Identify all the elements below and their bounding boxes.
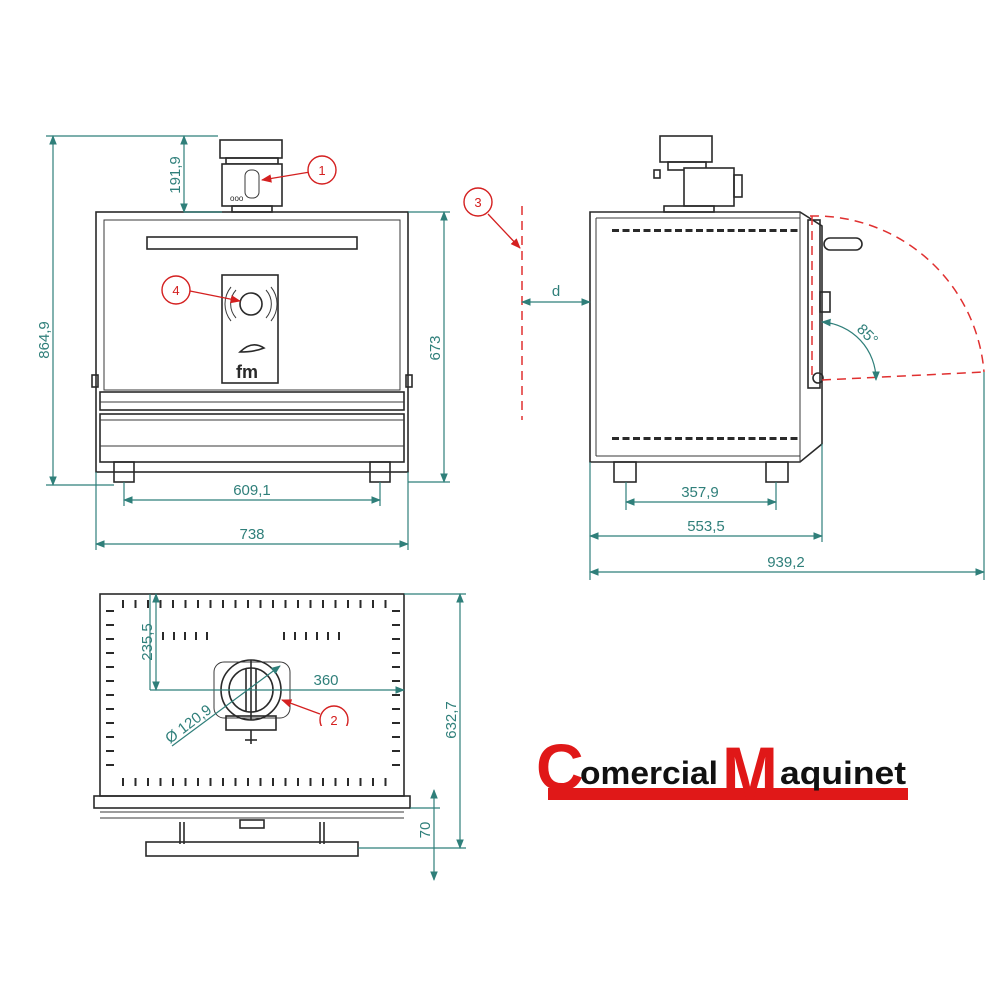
side-foot-right — [765, 461, 789, 483]
front-drawer — [99, 413, 405, 463]
dim-front-feet-span: 609,1 — [233, 482, 271, 499]
front-fan-slot — [244, 169, 260, 199]
side-dimensions: d 85° 357,9 553,5 939,2 — [521, 283, 985, 580]
dim-side-clearance: d — [552, 283, 560, 300]
callout-2: 2 — [281, 699, 360, 740]
dim-top-depth: 632,7 — [443, 701, 460, 739]
side-handle — [823, 237, 863, 251]
dim-top-outlet-offset: 235,5 — [139, 623, 156, 661]
svg-text:2: 2 — [330, 713, 337, 728]
door-swing-arc — [809, 215, 985, 373]
brand-underline — [548, 788, 908, 800]
door-angle-arc — [821, 318, 880, 381]
front-lower-frame — [99, 391, 405, 411]
side-fan-box — [683, 167, 735, 207]
dim-front-body-height: 673 — [427, 335, 444, 360]
front-fan-housing — [219, 139, 283, 159]
callout-4: 4 — [161, 275, 242, 305]
front-fan-box — [221, 163, 283, 207]
front-fan-collar — [225, 157, 279, 165]
dim-side-feet-span: 357,9 — [681, 484, 719, 501]
dim-side-total-depth: 939,2 — [767, 554, 805, 571]
brand-initial-m: M — [722, 732, 778, 817]
side-view — [589, 135, 863, 483]
dim-side-body-depth: 553,5 — [687, 518, 725, 535]
brand-word-omercial: omercial — [580, 755, 718, 791]
dim-front-total-height: 864,9 — [36, 321, 53, 359]
side-body — [589, 211, 823, 463]
front-body — [95, 211, 409, 473]
svg-text:4: 4 — [172, 283, 179, 298]
front-fan-base — [231, 205, 273, 213]
panel-logo-text: fm — [236, 362, 258, 382]
control-panel — [221, 274, 279, 384]
side-foot-left — [613, 461, 637, 483]
side-fan-motor — [659, 135, 713, 163]
callout-1: 1 — [260, 155, 337, 185]
dim-front-width: 738 — [239, 526, 264, 543]
front-handle-bar — [146, 236, 358, 250]
fm-logo-icon — [238, 344, 266, 353]
front-door — [103, 219, 401, 391]
side-vents — [612, 229, 798, 440]
brand-logo: C omercial M aquinet — [536, 730, 908, 817]
top-dimensions: 235,5 360 Ø 120,9 632,7 70 — [139, 593, 466, 881]
svg-text:1: 1 — [318, 163, 325, 178]
svg-text:ooo: ooo — [230, 194, 244, 203]
dim-front-fan-height: 191,9 — [167, 156, 184, 194]
top-view — [93, 593, 411, 857]
dim-top-handle-depth: 70 — [417, 822, 434, 839]
callout-3: 3 — [463, 187, 521, 249]
top-vents — [106, 600, 400, 786]
dim-top-outlet-diameter: Ø 120,9 — [162, 701, 215, 747]
top-front-rail — [93, 795, 411, 809]
dim-top-outlet-position: 360 — [313, 672, 338, 689]
front-view: ooo fm — [91, 139, 413, 483]
front-dimensions: 864,9 191,9 673 609,1 738 — [36, 135, 450, 550]
svg-text:3: 3 — [474, 195, 481, 210]
dim-door-angle: 85° — [853, 321, 881, 349]
top-handle — [145, 841, 359, 857]
door-swing — [521, 206, 985, 420]
brand-word-aquinet: aquinet — [780, 755, 906, 791]
control-knob — [239, 292, 263, 316]
knob-ring-icon — [224, 286, 278, 322]
brand-initial-c: C — [536, 730, 584, 804]
